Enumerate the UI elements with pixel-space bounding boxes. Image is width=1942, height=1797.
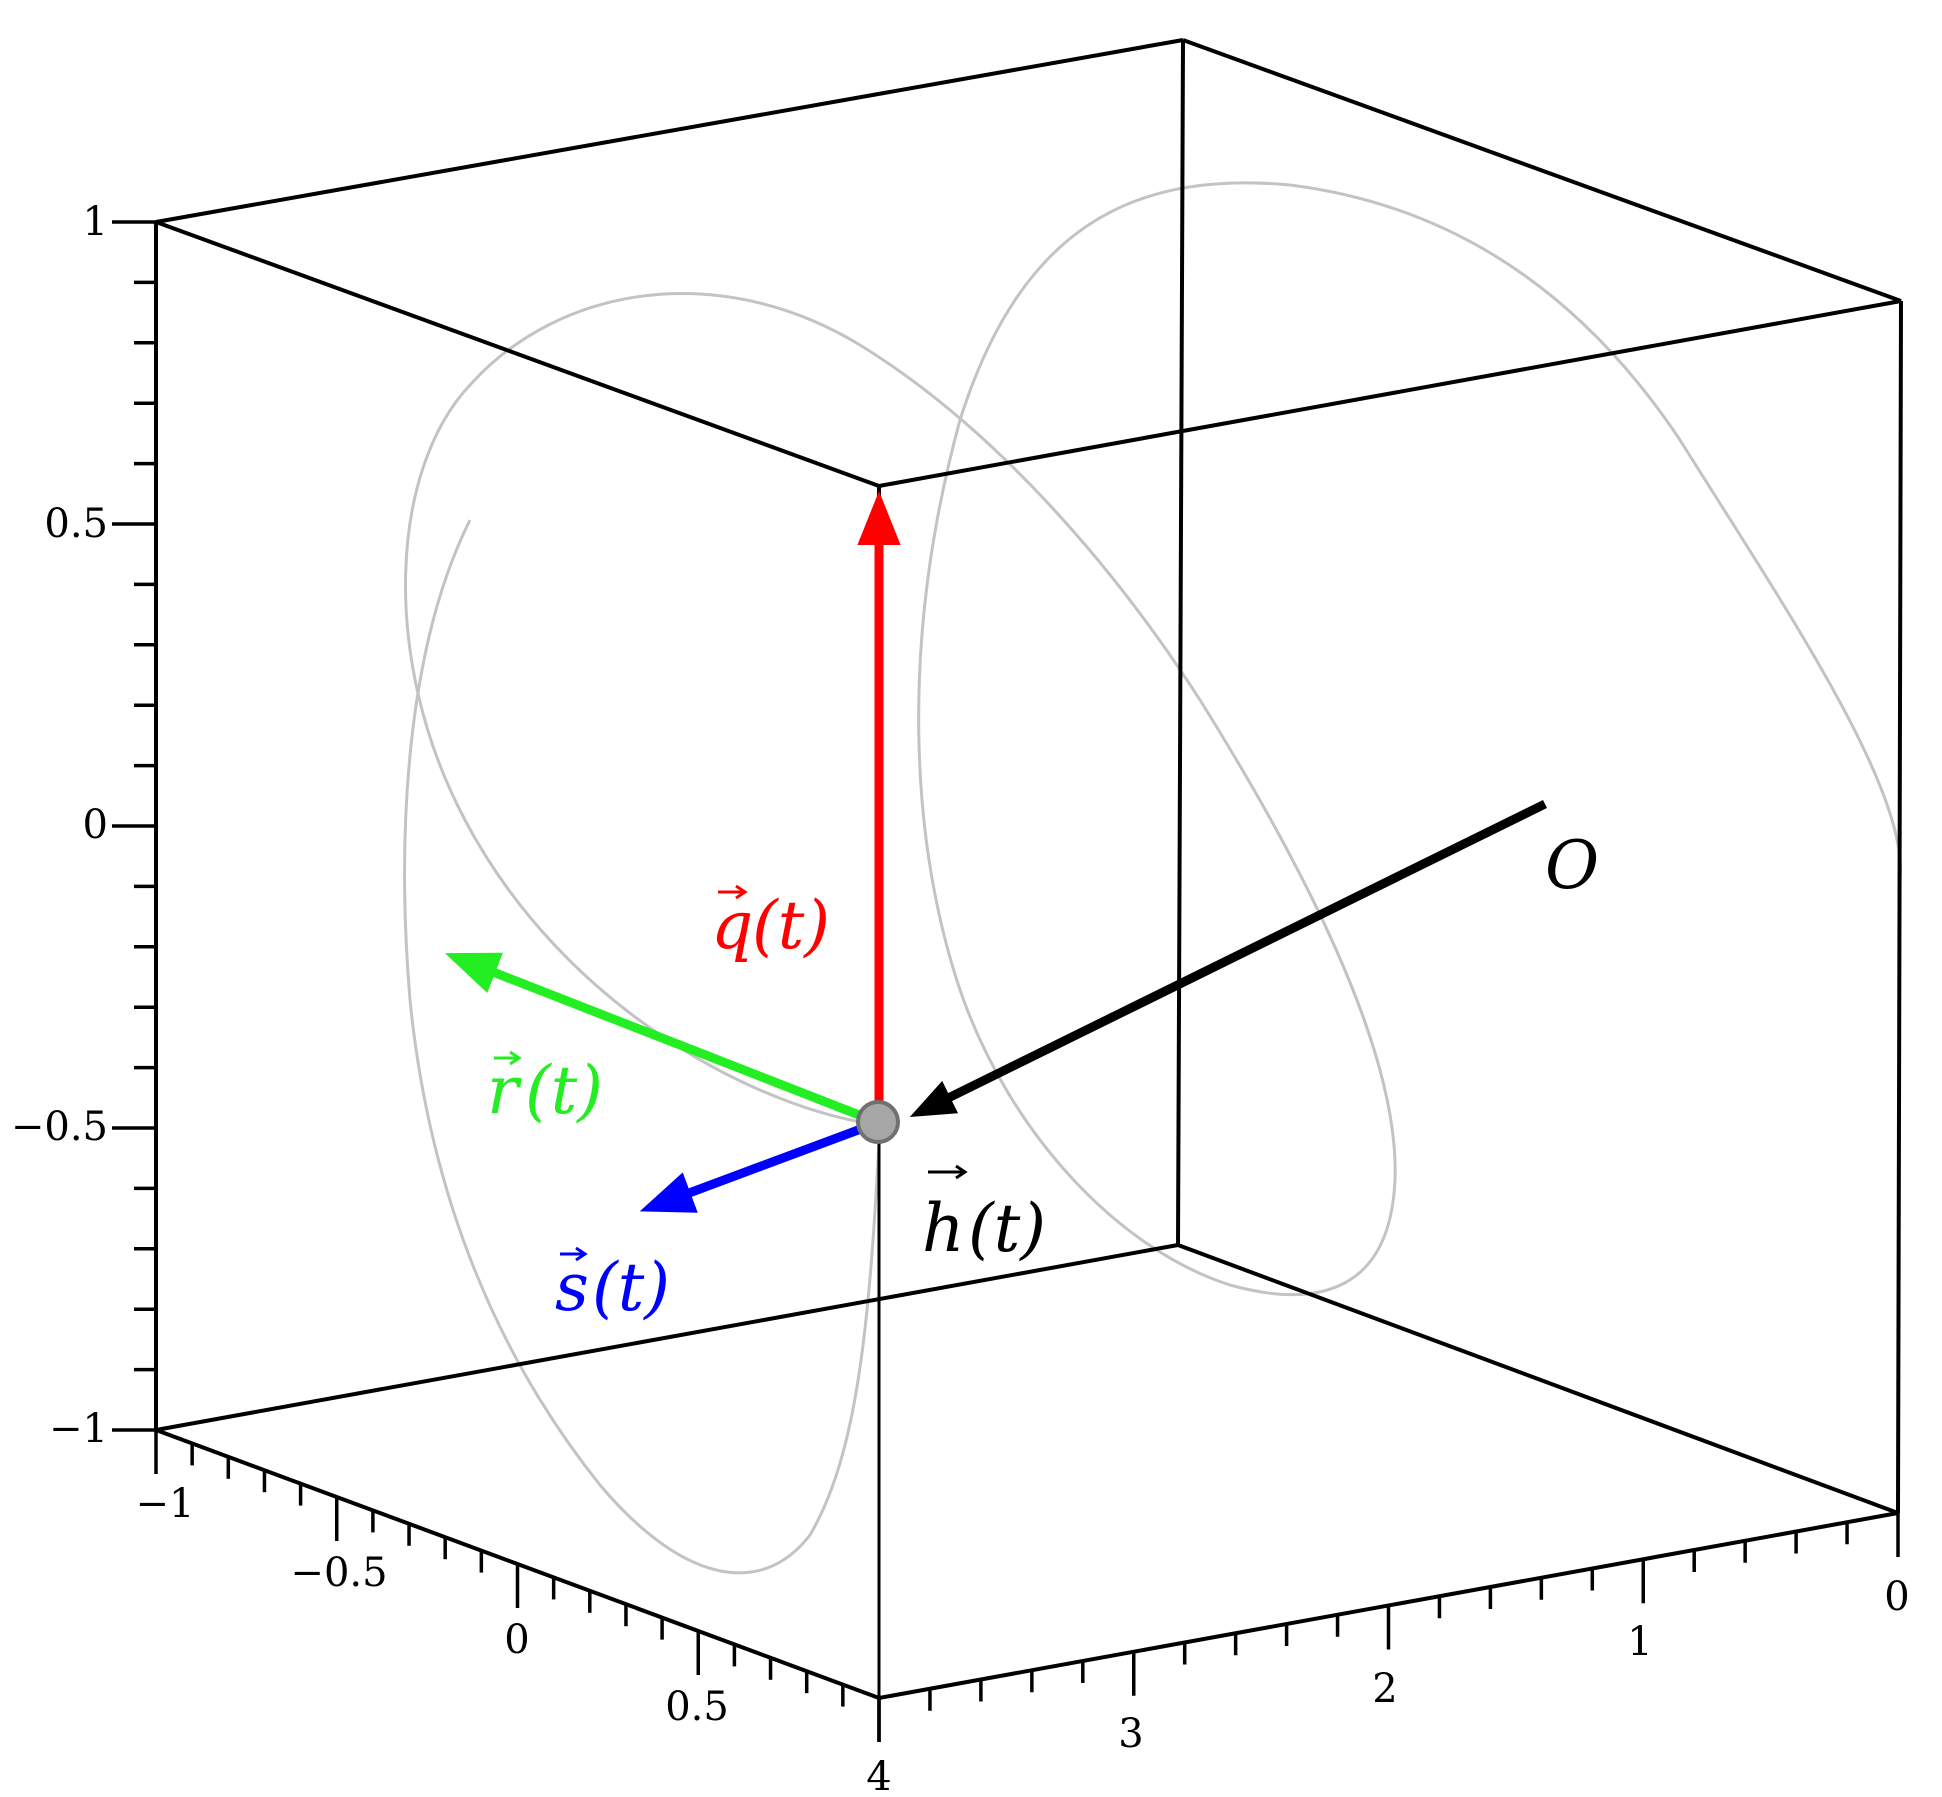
vector-label-q: q (t) [711, 884, 830, 964]
helix-loop-back [403, 519, 882, 1575]
bounding-box [154, 38, 1903, 1700]
y-axis-labels: −1 −0.5 0 0.5 [136, 1481, 729, 1730]
z-tick-label: −1 [49, 1406, 108, 1452]
box-edge [878, 299, 1902, 488]
box-edge [1176, 39, 1185, 1246]
vector-label-r: r (t) [487, 1050, 603, 1129]
vector-s-name: s [555, 1249, 589, 1326]
box-edge [1896, 300, 1903, 1514]
box-edge [1177, 1243, 1899, 1515]
vector-r-arrow [444, 952, 879, 1127]
vector-label-s: s (t) [555, 1246, 670, 1326]
y-axis-ticks [154, 1430, 881, 1742]
vector-h-arrow [909, 799, 1547, 1117]
x-tick-label: 3 [1118, 1711, 1143, 1757]
origin-label: O [1545, 827, 1599, 904]
helix-curve [403, 181, 1903, 1575]
vector-label-h: h (t) [922, 1164, 1046, 1267]
x-tick-label: 1 [1627, 1619, 1652, 1665]
x-axis-labels: 4 3 2 1 0 [866, 1574, 1909, 1797]
vector-h-name: h [922, 1190, 965, 1267]
vector-q-arg: (t) [752, 887, 830, 964]
vector-s-overarrow-head [575, 1246, 588, 1262]
vector-s-arrow [639, 1118, 879, 1213]
z-tick-label: 1 [83, 199, 108, 245]
x-tick-label: 0 [1884, 1574, 1909, 1620]
vector-s-arg: (t) [592, 1249, 670, 1326]
z-tick-label: 0 [83, 802, 108, 848]
x-axis-ticks [877, 1513, 1900, 1742]
y-tick-label: −0.5 [290, 1550, 387, 1596]
box-edge [1182, 38, 1902, 303]
box-edge [155, 220, 880, 488]
vector-q-name: q [711, 887, 753, 964]
helix-loop-front [403, 181, 1903, 1297]
z-tick-label: −0.5 [11, 1104, 108, 1150]
curve-point [856, 1100, 900, 1144]
z-tick-label: 0.5 [44, 501, 108, 547]
vector-r-arg: (t) [525, 1052, 603, 1129]
vector-h-arg: (t) [968, 1190, 1046, 1267]
box-edge [155, 1243, 1179, 1432]
vector-h-overarrow-head [955, 1164, 968, 1180]
vector-q-overarrow-head [735, 884, 748, 900]
z-axis-labels: 1 0.5 0 −0.5 −1 [11, 199, 108, 1452]
y-tick-label: 0 [504, 1617, 529, 1663]
x-tick-label: 4 [866, 1754, 891, 1797]
x-tick-label: 2 [1372, 1666, 1397, 1712]
z-axis-ticks [112, 220, 156, 1432]
vector-r-overarrow-head [509, 1050, 522, 1066]
box-edge [155, 38, 1184, 224]
vector-r-name: r [487, 1052, 522, 1129]
y-tick-label: 0.5 [665, 1684, 729, 1730]
y-tick-label: −1 [136, 1481, 195, 1527]
